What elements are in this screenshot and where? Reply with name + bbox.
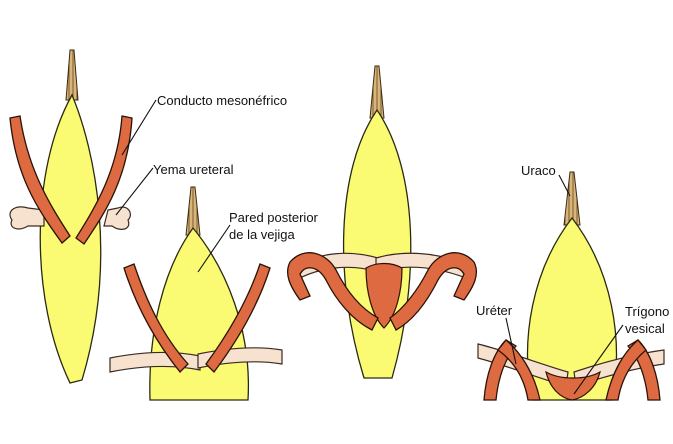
stage-2-duct-left bbox=[123, 263, 189, 373]
label-ureter: Uréter bbox=[476, 303, 513, 318]
label-yema-ureteral: Yema ureteral bbox=[153, 162, 234, 177]
stage-3-bladder bbox=[342, 108, 412, 379]
leader-uraco bbox=[558, 174, 571, 197]
leader-trigono bbox=[573, 324, 624, 395]
stage-1-urachus bbox=[65, 49, 79, 101]
stage-3-trigone bbox=[365, 262, 403, 329]
stage-3-figure bbox=[286, 65, 478, 379]
stage-2-bladder bbox=[149, 226, 250, 401]
stage-4-duct-right-inner bbox=[605, 339, 647, 401]
label-trigono-line1: Trígono bbox=[625, 304, 669, 319]
stage-1-ureteric-bud-right bbox=[103, 206, 131, 230]
leader-lines bbox=[115, 99, 624, 395]
stage-1-ureteric-bud-left bbox=[9, 206, 45, 230]
leader-conducto-mesonefrico bbox=[121, 99, 157, 156]
leader-pared-posterior bbox=[197, 224, 231, 273]
label-pared-posterior-line1: Pared posterior bbox=[229, 210, 319, 225]
stage-4-trigone bbox=[545, 370, 601, 401]
stage-4-figure bbox=[477, 171, 665, 401]
leader-ureter bbox=[505, 317, 517, 365]
stage-1-mesonephric-duct-right bbox=[75, 115, 133, 245]
stage-3-duct-left bbox=[286, 252, 379, 331]
label-conducto-mesonefrico: Conducto mesonéfrico bbox=[157, 93, 287, 108]
stage-4-duct-left-inner bbox=[497, 339, 541, 401]
stage-1-mesonephric-duct-left bbox=[9, 115, 71, 244]
stage-2-figure bbox=[109, 186, 283, 401]
stage-1-figure bbox=[9, 49, 133, 384]
label-trigono-line2: vesical bbox=[625, 321, 665, 336]
label-pared-posterior-line2: de la vejiga bbox=[229, 227, 296, 242]
stage-3-duct-right bbox=[389, 252, 478, 331]
stage-2-duct-right bbox=[205, 263, 271, 373]
stage-1-bladder bbox=[39, 93, 102, 384]
label-uraco: Uraco bbox=[521, 163, 556, 178]
leader-yema-ureteral bbox=[115, 167, 154, 216]
